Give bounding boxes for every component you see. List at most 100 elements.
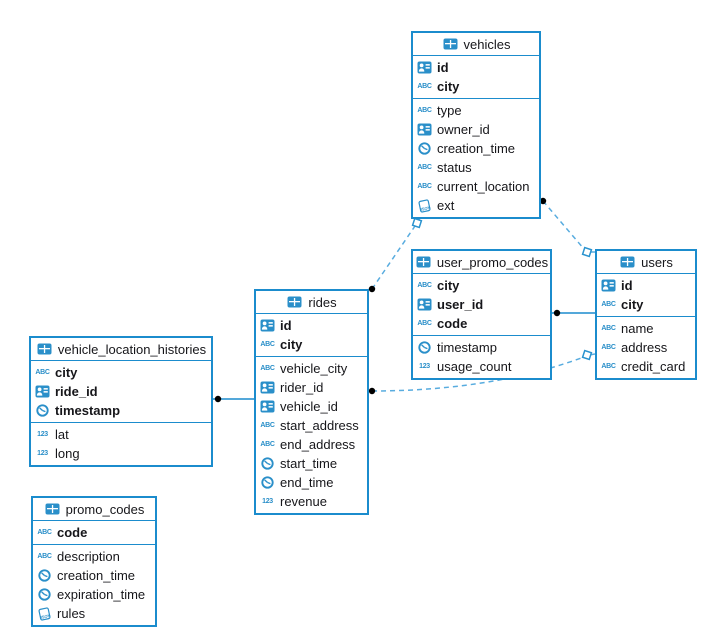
id-icon [416, 298, 433, 311]
field-row[interactable]: ABC end_address [256, 435, 367, 454]
field-label: ride_id [55, 384, 98, 399]
string-icon: ABC [417, 83, 432, 90]
table-icon [44, 503, 61, 515]
id-icon [34, 385, 51, 398]
string-icon: ABC [417, 107, 432, 114]
entity-header[interactable]: vehicle_location_histories [31, 338, 211, 361]
json-icon: JSON [416, 198, 433, 213]
table-icon [415, 256, 432, 268]
field-row[interactable]: vehicle_id [256, 397, 367, 416]
entity-header[interactable]: promo_codes [33, 498, 155, 521]
string-icon: ABC [35, 369, 50, 376]
entity-header[interactable]: users [597, 251, 695, 274]
field-label: start_time [280, 456, 338, 471]
field-label: creation_time [437, 141, 516, 156]
datetime-icon [416, 142, 433, 155]
field-row[interactable]: timestamp [31, 401, 211, 420]
field-row[interactable]: id [256, 316, 367, 335]
field-row[interactable]: creation_time [33, 566, 155, 585]
datetime-icon [36, 588, 53, 601]
string-icon: ABC [260, 441, 275, 448]
datetime-icon [259, 457, 276, 470]
id-icon [259, 319, 276, 332]
datetime-icon [416, 341, 433, 354]
field-row[interactable]: user_id [413, 295, 550, 314]
table-icon [619, 256, 636, 268]
field-label: usage_count [437, 359, 512, 374]
field-row[interactable]: id [597, 276, 695, 295]
entity-header[interactable]: user_promo_codes [413, 251, 550, 274]
field-row[interactable]: expiration_time [33, 585, 155, 604]
field-row[interactable]: creation_time [413, 139, 539, 158]
datetime-icon [34, 404, 51, 417]
table-icon [36, 343, 53, 355]
field-label: code [57, 525, 88, 540]
field-row[interactable]: start_time [256, 454, 367, 473]
field-row[interactable]: timestamp [413, 338, 550, 357]
relation-vehicles-users [539, 197, 595, 258]
field-row[interactable]: rider_id [256, 378, 367, 397]
field-row[interactable]: end_time [256, 473, 367, 492]
field-label: ext [437, 198, 455, 213]
field-label: current_location [437, 179, 530, 194]
primary-key-section: ABC city ride_id timestamp [31, 361, 211, 423]
field-label: status [437, 160, 472, 175]
field-label: city [55, 365, 78, 380]
field-label: city [437, 278, 460, 293]
field-label: description [57, 549, 120, 564]
field-label: id [280, 318, 292, 333]
field-row[interactable]: ABC city [31, 363, 211, 382]
field-row[interactable]: id [413, 58, 539, 77]
id-icon [416, 61, 433, 74]
field-label: revenue [280, 494, 327, 509]
field-row[interactable]: owner_id [413, 120, 539, 139]
table-icon [286, 296, 303, 308]
field-label: creation_time [57, 568, 136, 583]
field-label: code [437, 316, 468, 331]
id-icon [600, 279, 617, 292]
entity-name: users [641, 254, 673, 270]
relation-user_promo_codes-users [552, 309, 595, 317]
relation-rides-users [368, 349, 596, 395]
string-icon: ABC [601, 325, 616, 332]
numeric-icon: 123 [262, 498, 273, 505]
field-row[interactable]: JSON ext [413, 196, 539, 215]
datetime-icon [259, 476, 276, 489]
field-row[interactable]: ride_id [31, 382, 211, 401]
datetime-icon [36, 569, 53, 582]
entity-vehicle-location-histories[interactable]: vehicle_location_histories ABC city ride_i… [29, 336, 213, 467]
field-label: expiration_time [57, 587, 146, 602]
field-label: city [437, 79, 460, 94]
field-label: end_address [280, 437, 356, 452]
entity-header[interactable]: vehicles [413, 33, 539, 56]
field-label: id [621, 278, 633, 293]
field-row[interactable]: ABC city [413, 77, 539, 96]
field-row[interactable]: 123 revenue [256, 492, 367, 511]
entity-header[interactable]: rides [256, 291, 367, 314]
